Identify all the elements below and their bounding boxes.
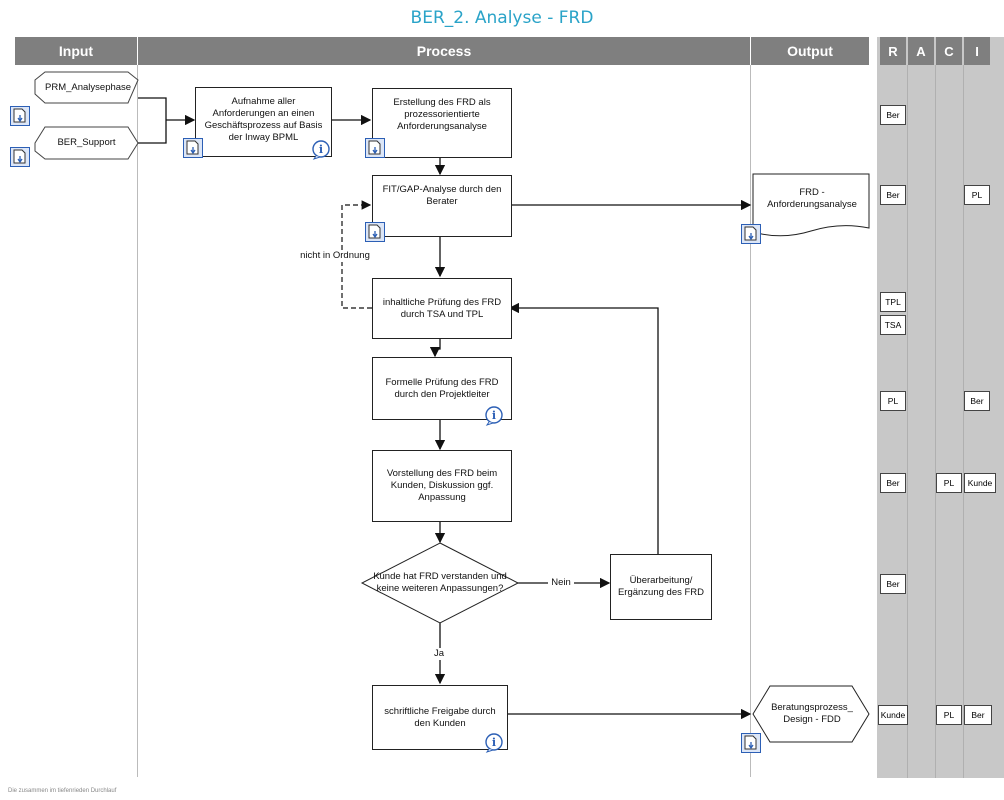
raci-c-row7: PL: [936, 705, 962, 725]
raci-r-row6: Ber: [880, 574, 906, 594]
footer-note: Die zusammen im tiefenrieden Durchlauf: [8, 788, 117, 794]
document-icon[interactable]: [365, 138, 385, 158]
svg-text:i: i: [492, 736, 496, 749]
raci-i-row5: Kunde: [964, 473, 996, 493]
edge-label-nein: Nein: [548, 577, 574, 589]
raci-col-divider: [963, 65, 964, 778]
raci-header-a: A: [908, 37, 934, 65]
document-icon[interactable]: [741, 733, 761, 753]
raci-i-row4: Ber: [964, 391, 990, 411]
document-icon[interactable]: [10, 106, 30, 126]
process-lane-header: Process: [138, 37, 750, 65]
svg-text:i: i: [319, 143, 323, 156]
raci-c-row5: PL: [936, 473, 962, 493]
input-lane-header: Input: [15, 37, 137, 65]
process-step-vorstellung: Vorstellung des FRD beim Kunden, Diskuss…: [372, 450, 512, 522]
raci-r-row4: PL: [880, 391, 906, 411]
raci-header-i: I: [964, 37, 990, 65]
raci-r-row2: Ber: [880, 185, 906, 205]
process-step-ueberarbeitung: Überarbeitung/ Ergänzung des FRD: [610, 554, 712, 620]
process-step-erstellung-frd: Erstellung des FRD als prozessorientiert…: [372, 88, 512, 158]
info-icon[interactable]: i: [484, 406, 504, 426]
svg-text:i: i: [492, 409, 496, 422]
output-frd-anforderungsanalyse: FRD - Anforderungsanalyse: [767, 187, 857, 210]
input-prm-analysephase: PRM_Analysephase: [45, 82, 132, 93]
document-icon[interactable]: [741, 224, 761, 244]
input-hex-1: [34, 71, 139, 104]
input-ber-support: BER_Support: [57, 137, 116, 148]
decision-label: Kunde hat FRD verstanden und keine weite…: [373, 571, 507, 594]
raci-r-row3b: TSA: [880, 315, 906, 335]
raci-r-row1: Ber: [880, 105, 906, 125]
raci-header-r: R: [880, 37, 906, 65]
raci-r-row7: Kunde: [878, 705, 908, 725]
diagram-title: BER_2. Analyse - FRD: [410, 8, 594, 28]
output-lane-header: Output: [751, 37, 869, 65]
output-hex-2: [752, 685, 870, 743]
raci-i-row7: Ber: [964, 705, 992, 725]
document-icon[interactable]: [183, 138, 203, 158]
output-document-shape: [752, 173, 870, 237]
decision-diamond: [360, 542, 520, 624]
raci-col-divider: [935, 65, 936, 778]
process-step-fit-gap-analyse: FIT/GAP-Analyse durch den Berater: [372, 175, 512, 237]
raci-r-row5: Ber: [880, 473, 906, 493]
process-lane: [138, 65, 751, 777]
info-icon[interactable]: i: [311, 140, 331, 160]
document-icon[interactable]: [10, 147, 30, 167]
output-beratungsprozess-design: Beratungsprozess_ Design - FDD: [771, 702, 853, 725]
raci-r-row3a: TPL: [880, 292, 906, 312]
raci-header-c: C: [936, 37, 962, 65]
input-hex-2: [34, 126, 139, 160]
info-icon[interactable]: i: [484, 733, 504, 753]
process-step-inhaltliche-pruefung: inhaltliche Prüfung des FRD durch TSA un…: [372, 278, 512, 339]
process-step-schriftliche-freigabe: schriftliche Freigabe durch den Kunden: [372, 685, 508, 750]
process-step-aufnahme: Aufnahme aller Anforderungen an einen Ge…: [195, 87, 332, 157]
input-lane: [15, 65, 138, 777]
edge-label-nicht-in-ordnung: nicht in Ordnung: [285, 250, 385, 262]
raci-col-divider: [907, 65, 908, 778]
document-icon[interactable]: [365, 222, 385, 242]
edge-label-ja: Ja: [431, 648, 447, 660]
raci-i-row2: PL: [964, 185, 990, 205]
